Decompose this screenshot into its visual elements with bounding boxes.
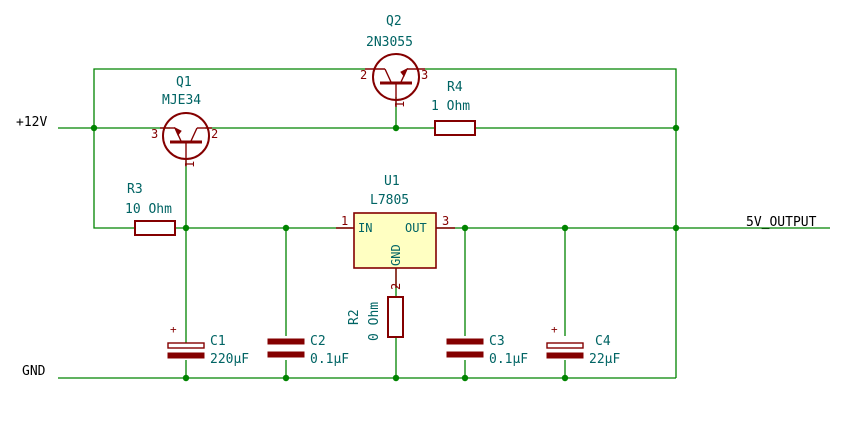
c4-value: 22µF [589, 352, 620, 367]
c2-value: 0.1µF [310, 352, 349, 367]
q2-pin-1: 1 [393, 101, 407, 108]
capacitor-c1: + C1 220µF [167, 322, 249, 367]
q1-emitter-arrow [174, 126, 182, 136]
q1-pin-3: 3 [151, 127, 158, 141]
c2-plate-bottom [267, 351, 305, 358]
q1-pin-2: 2 [211, 127, 218, 141]
junction [672, 224, 680, 232]
junction [561, 374, 569, 382]
wire-q2-top-right [425, 68, 677, 378]
junction [282, 374, 290, 382]
wire-top-loop [93, 68, 365, 128]
junction [182, 374, 190, 382]
c3-plate-bottom [446, 351, 484, 358]
net-label-vin: +12V [16, 115, 47, 130]
junction [392, 124, 400, 132]
q2-value: 2N3055 [366, 35, 413, 50]
c3-plate-top [446, 338, 484, 345]
q2-emitter-arrow [400, 67, 408, 77]
q2-pin-2: 2 [360, 68, 367, 82]
junction [282, 224, 290, 232]
q1-collector-diag [190, 127, 198, 142]
u1-pin-out-num: 3 [442, 214, 449, 228]
u1-pin-in-num: 1 [341, 214, 348, 228]
c3-ref: C3 [489, 334, 505, 349]
c4-ref: C4 [595, 334, 611, 349]
net-label-vout: 5V_OUTPUT [746, 215, 817, 230]
u1-ref: U1 [384, 174, 400, 189]
c4-polarity: + [551, 323, 558, 336]
transistor-q1: 3 2 1 Q1 MJE34 [151, 75, 218, 168]
q2-collector-diag [384, 68, 392, 83]
r4-body [434, 120, 476, 136]
c1-plate-negative [167, 352, 205, 359]
net-label-gnd: GND [22, 364, 46, 379]
u1-body [353, 212, 437, 269]
junctions [90, 124, 680, 382]
capacitor-c4: + C4 22µF [546, 323, 620, 367]
capacitor-c3: C3 0.1µF [446, 334, 528, 367]
junction [461, 224, 469, 232]
c3-value: 0.1µF [489, 352, 528, 367]
capacitor-c2: C2 0.1µF [267, 334, 349, 367]
regulator-u1: 1 3 2 IN OUT GND U1 L7805 [336, 174, 455, 290]
r2-body [387, 296, 404, 338]
transistor-q2: 2 3 1 Q2 2N3055 [360, 14, 428, 108]
u1-pin-gnd-label: GND [389, 244, 403, 266]
r4-ref: R4 [447, 80, 463, 95]
u1-pin-out-label: OUT [405, 221, 427, 235]
junction [392, 374, 400, 382]
q2-pin-3: 3 [421, 68, 428, 82]
wire-left-vertical [93, 128, 135, 229]
junction [182, 224, 190, 232]
r2-ref: R2 [347, 309, 362, 325]
c4-plate-positive [546, 342, 584, 349]
c1-ref: C1 [210, 334, 226, 349]
r3-body [134, 220, 176, 236]
r2-value: 0 Ohm [367, 302, 382, 341]
c1-plate-positive [167, 342, 205, 349]
c1-polarity: + [170, 323, 177, 336]
u1-pin-in-label: IN [358, 221, 372, 235]
r3-ref: R3 [127, 182, 143, 197]
q1-value: MJE34 [162, 93, 201, 108]
q1-pin-1: 1 [183, 161, 197, 168]
r4-value: 1 Ohm [431, 99, 470, 114]
u1-value: L7805 [370, 193, 409, 208]
c2-ref: C2 [310, 334, 326, 349]
resistor-r4: R4 1 Ohm [431, 80, 476, 136]
c4-plate-negative [546, 352, 584, 359]
resistor-r2: R2 0 Ohm [347, 296, 404, 341]
q2-ref: Q2 [386, 14, 402, 29]
c2-plate-top [267, 338, 305, 345]
junction [561, 224, 569, 232]
q1-ref: Q1 [176, 75, 192, 90]
c1-value: 220µF [210, 352, 249, 367]
junction [90, 124, 98, 132]
resistor-r3: R3 10 Ohm [125, 182, 176, 236]
r3-value: 10 Ohm [125, 202, 172, 217]
junction [672, 124, 680, 132]
u1-pin-gnd-num: 2 [389, 283, 403, 290]
junction [461, 374, 469, 382]
